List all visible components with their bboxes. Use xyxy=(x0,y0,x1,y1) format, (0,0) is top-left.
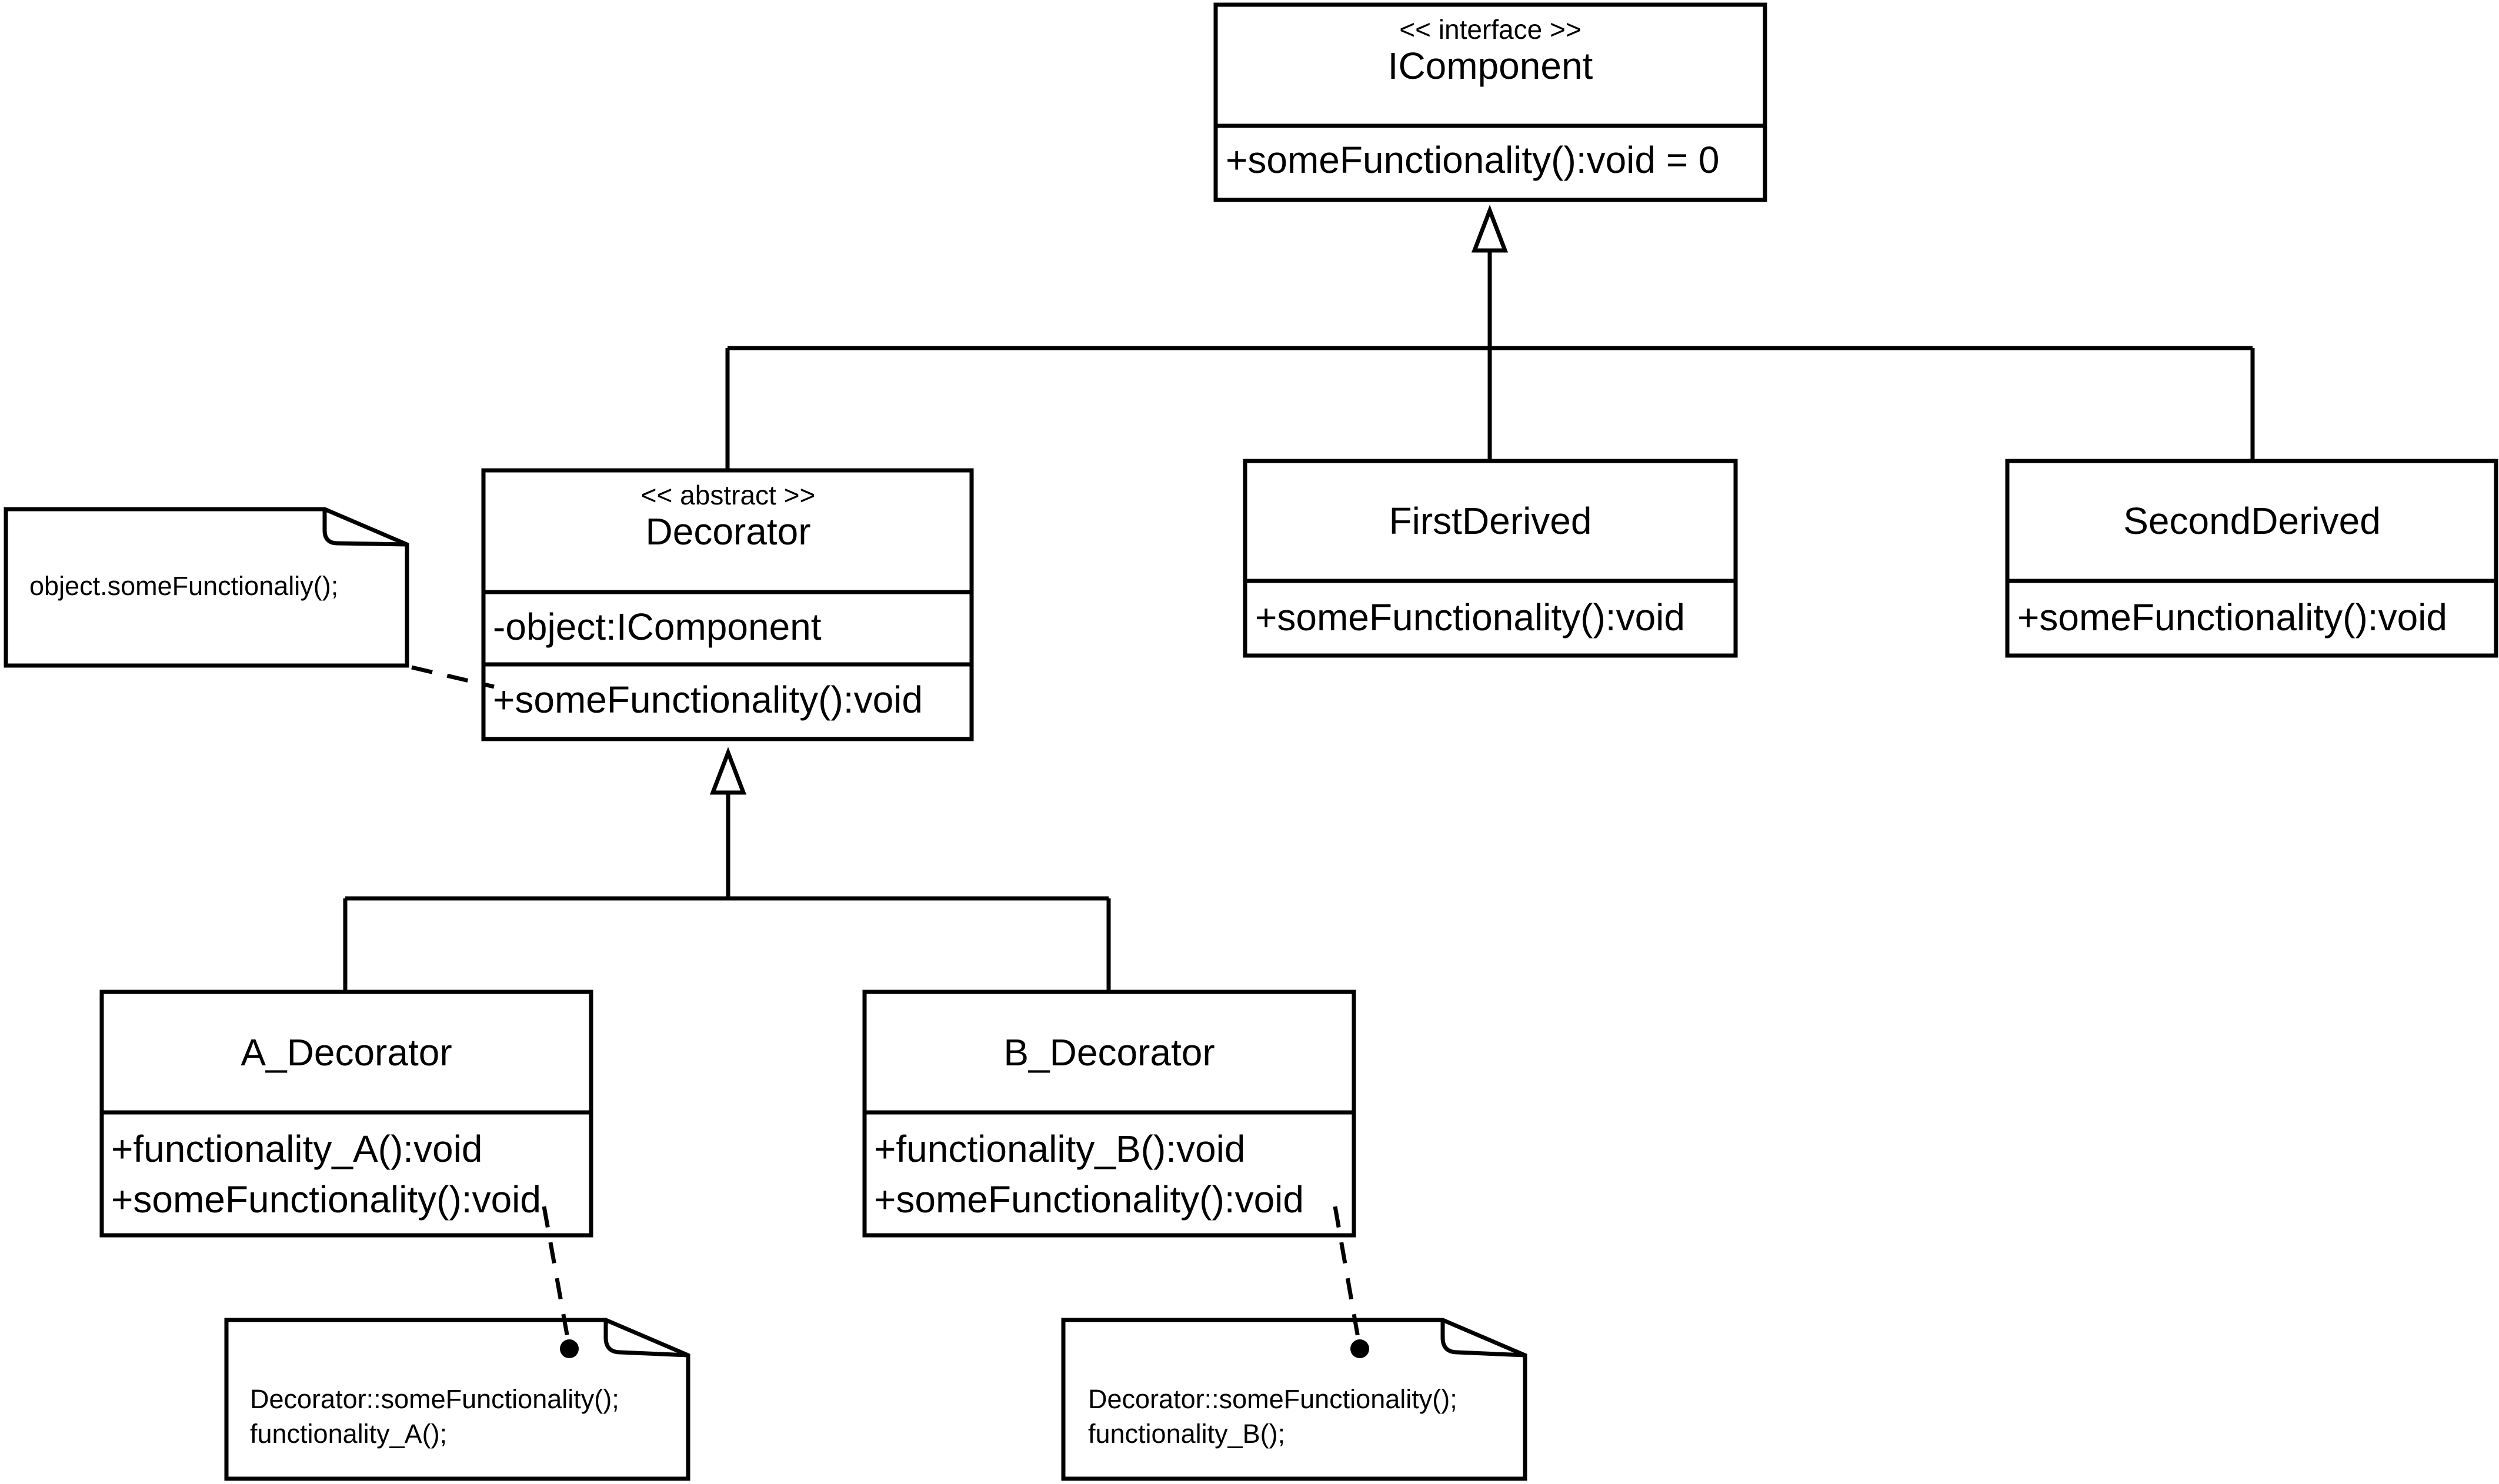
class-method: +someFunctionality():void xyxy=(1255,596,1685,639)
note-text: Decorator::someFunctionality(); xyxy=(1088,1384,1457,1414)
note-anchor-dot xyxy=(560,1339,579,1358)
class-name: A_Decorator xyxy=(241,1031,452,1074)
class-name: FirstDerived xyxy=(1389,500,1592,542)
class-name: IComponent xyxy=(1388,45,1593,87)
class-attribute: -object:IComponent xyxy=(493,606,822,648)
class-name: B_Decorator xyxy=(1003,1031,1215,1074)
note-text: object.someFunctionaliy(); xyxy=(29,571,338,601)
generalization-arrowhead xyxy=(709,747,747,795)
note-connector xyxy=(542,1206,572,1348)
class-method: +someFunctionality():void = 0 xyxy=(1226,139,1720,181)
class-method: +functionality_A():void xyxy=(111,1128,482,1170)
class-name: SecondDerived xyxy=(2123,500,2381,542)
note-anchor-dot xyxy=(1350,1339,1369,1358)
class-a-decorator[interactable]: A_Decorator +functionality_A():void +som… xyxy=(99,990,593,1238)
class-decorator[interactable]: << abstract >> Decorator -object:ICompon… xyxy=(481,468,974,741)
class-stereotype: << interface >> xyxy=(1399,14,1581,45)
class-stereotype: << abstract >> xyxy=(641,480,816,510)
note-text: functionality_A(); xyxy=(250,1419,447,1449)
note-connector xyxy=(411,665,495,689)
class-method: +someFunctionality():void xyxy=(111,1178,541,1221)
class-method: +someFunctionality():void xyxy=(874,1178,1304,1221)
inheritance-to-icomponent xyxy=(725,205,2255,470)
note-decorator[interactable]: object.someFunctionaliy(); xyxy=(4,507,409,668)
class-second-derived[interactable]: SecondDerived +someFunctionality():void xyxy=(2005,459,2498,658)
class-method: +someFunctionality():void xyxy=(2017,596,2447,639)
note-b-decorator[interactable]: Decorator::someFunctionality(); function… xyxy=(1061,1318,1527,1481)
note-text: functionality_B(); xyxy=(1088,1419,1285,1449)
note-text: Decorator::someFunctionality(); xyxy=(250,1384,619,1414)
inheritance-to-decorator xyxy=(343,747,1111,992)
class-method: +someFunctionality():void xyxy=(493,679,923,721)
class-name: Decorator xyxy=(646,510,811,553)
class-b-decorator[interactable]: B_Decorator +functionality_B():void +som… xyxy=(862,990,1356,1238)
class-method: +functionality_B():void xyxy=(874,1128,1245,1170)
note-connector xyxy=(1333,1206,1362,1348)
class-icomponent[interactable]: << interface >> IComponent +someFunction… xyxy=(1213,2,1767,202)
class-first-derived[interactable]: FirstDerived +someFunctionality():void xyxy=(1243,459,1738,658)
generalization-arrowhead xyxy=(1471,205,1509,253)
note-a-decorator[interactable]: Decorator::someFunctionality(); function… xyxy=(224,1318,690,1481)
